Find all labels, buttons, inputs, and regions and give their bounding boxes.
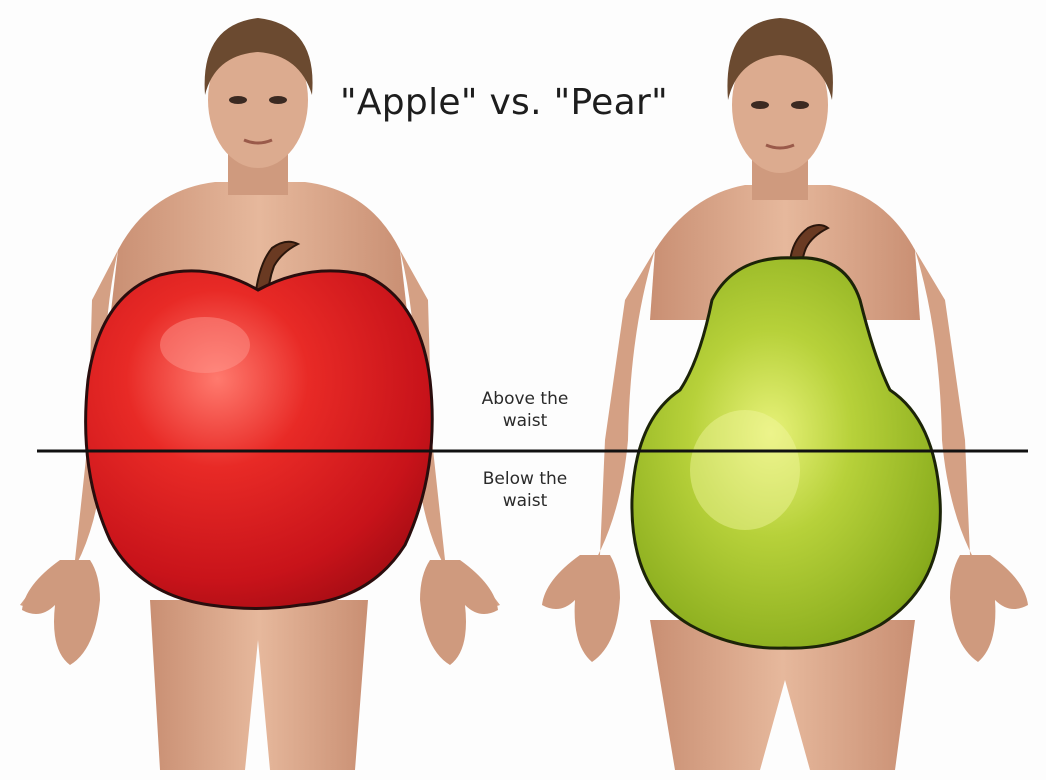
below-waist-label: Below the waist	[450, 468, 600, 512]
diagram-title: "Apple" vs. "Pear"	[340, 82, 720, 123]
apple-figure-right-hand	[420, 560, 498, 665]
pear-figure-left-hand	[542, 555, 620, 662]
apple-figure-left-hand	[22, 560, 100, 665]
pear-figure	[542, 18, 1028, 770]
apple-figure-legs	[150, 600, 368, 770]
above-waist-label-line2: waist	[450, 410, 600, 432]
above-waist-label-line1: Above the	[450, 388, 600, 410]
apple-shape	[86, 271, 433, 609]
below-waist-label-line2: waist	[450, 490, 600, 512]
apple-figure	[20, 18, 500, 770]
pear-figure-right-hand	[950, 555, 1028, 662]
below-waist-label-line1: Below the	[450, 468, 600, 490]
above-waist-label: Above the waist	[450, 388, 600, 432]
